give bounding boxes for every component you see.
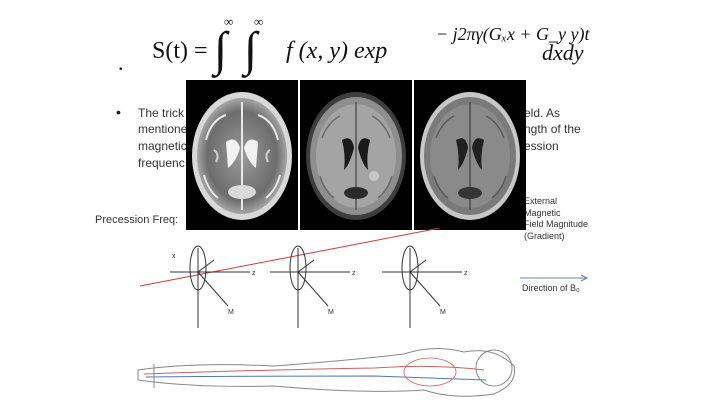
body-outline-figure [137,348,516,397]
precession-cone-3 [382,245,462,328]
signal-equation: . S(t) = ∞ ∞ ∫ ∫ f (x, y) exp − j2πγ(Gₓx… [118,8,718,78]
equation-tail: dxdy [542,40,584,65]
mri-image-t1-contrast [414,80,526,230]
mri-image-flair [300,80,412,230]
equation-bullet: . [118,50,124,75]
bullet-line-left-3: magnetic [138,139,187,153]
integral-sign-1: ∫ [214,23,228,76]
precession-diagrams: z M x z M z M [140,228,468,328]
direction-arrow [520,274,589,282]
bullet-line-left-2: mentione [138,122,188,136]
precession-cone-2 [270,245,350,328]
precession-freq-label: Precession Freq: [95,214,179,226]
mri-image-t2 [186,80,298,230]
precession-cone-1 [170,245,250,328]
label-M-2: M [328,309,334,316]
external-field-label: External Magnetic Field Magnitude (Gradi… [524,196,589,241]
equation-lhs: S(t) = [152,38,208,64]
label-M-3: M [440,309,446,316]
label-z-3: z [464,270,468,277]
bullet-line-left-4: frequenc [138,156,185,170]
bullet-marker: • [116,104,121,120]
equation-integrand: f (x, y) exp [286,38,388,64]
upper-limit-1: ∞ [224,14,234,29]
direction-label: Direction of B₀ [522,283,580,293]
bullet-line-right-3: ession [524,139,559,153]
bullet-line-right-2: ngth of the [524,122,581,136]
label-z-1: z [252,270,256,277]
upper-limit-2: ∞ [254,14,264,29]
integral-sign-2: ∫ [244,23,258,76]
bullet-line-left-1: The trick [138,106,185,120]
label-M-1: M [228,309,234,316]
equation-exponent: − j2πγ(Gₓx + G_y y)t [436,24,590,44]
label-z-2: z [352,270,356,277]
bullet-line-right-1: eld. As [524,106,561,120]
label-x-1: x [172,253,176,260]
